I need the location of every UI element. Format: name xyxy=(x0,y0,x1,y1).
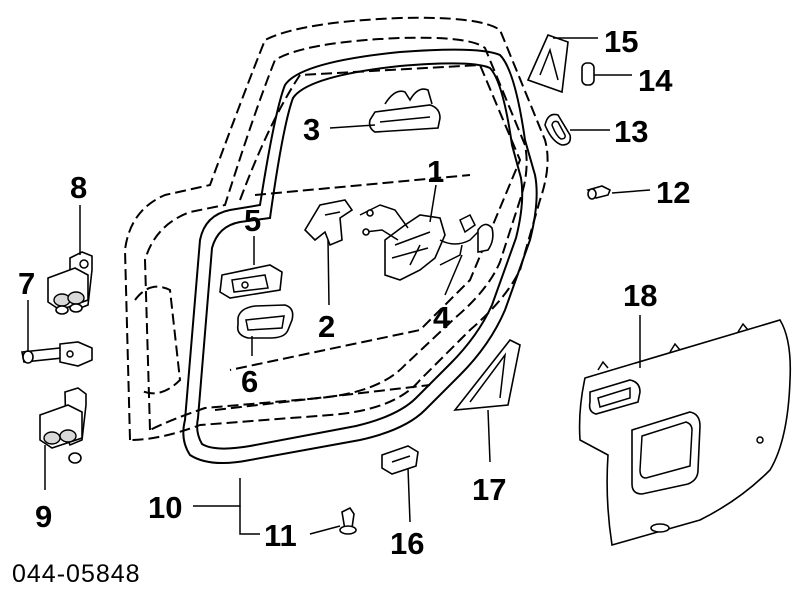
leader-lines xyxy=(27,37,651,535)
corner-cover-part xyxy=(526,34,569,94)
callout-7: 7 xyxy=(18,266,35,301)
callout-labels: 1 2 3 4 5 6 7 8 9 10 11 12 13 14 15 16 1… xyxy=(18,24,690,561)
callout-14: 14 xyxy=(638,63,673,98)
grommet-part xyxy=(544,113,572,146)
plug-part xyxy=(581,62,595,86)
callout-13: 13 xyxy=(614,114,648,149)
inside-handle-part xyxy=(368,88,441,133)
corner-trim-part xyxy=(453,338,521,411)
handle-bracket-part xyxy=(219,264,283,299)
door-lock-assembly-part xyxy=(359,204,494,281)
clip-part xyxy=(339,506,357,535)
lower-hinge-part xyxy=(39,387,87,464)
door-weatherstrip xyxy=(182,48,538,465)
pin-clip-part xyxy=(586,185,612,200)
callout-5: 5 xyxy=(244,203,261,238)
door-trim-panel-part xyxy=(578,319,792,547)
callout-11: 11 xyxy=(264,518,297,553)
callout-3: 3 xyxy=(303,112,320,147)
reference-code: 044-05848 xyxy=(12,560,141,588)
callout-12: 12 xyxy=(656,175,690,210)
outside-handle-part xyxy=(303,199,354,247)
retainer-clip-part xyxy=(381,445,419,475)
lock-rod-part xyxy=(439,244,463,266)
callout-10: 10 xyxy=(148,490,182,525)
callout-6: 6 xyxy=(241,364,258,399)
callout-1: 1 xyxy=(427,154,444,189)
callout-17: 17 xyxy=(472,472,506,507)
callout-9: 9 xyxy=(35,499,52,534)
door-shell xyxy=(123,16,549,442)
callout-4: 4 xyxy=(433,300,451,335)
door-check-part xyxy=(21,341,93,367)
upper-hinge-part xyxy=(47,251,93,315)
callout-18: 18 xyxy=(623,278,657,313)
callout-15: 15 xyxy=(604,24,638,59)
callout-16: 16 xyxy=(390,526,424,561)
callout-8: 8 xyxy=(70,170,87,205)
callout-2: 2 xyxy=(318,309,335,344)
handle-bezel-part xyxy=(236,304,294,339)
